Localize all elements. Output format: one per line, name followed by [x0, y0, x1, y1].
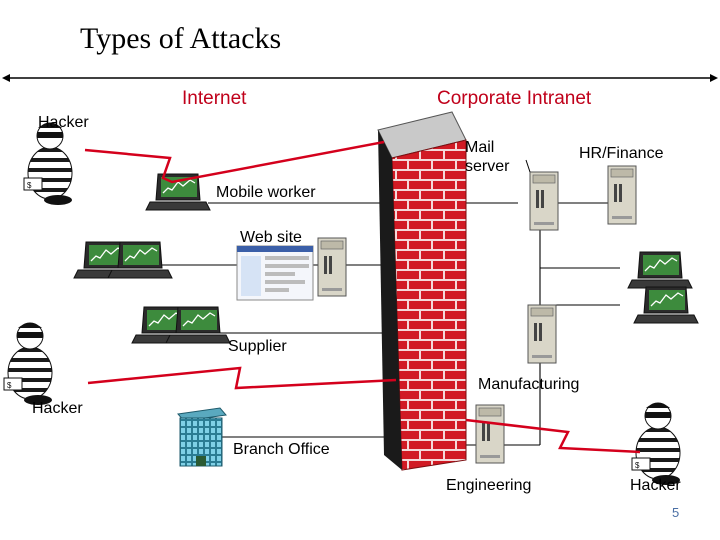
internet-intranet-divider [2, 74, 718, 82]
slide-title: Types of Attacks [80, 22, 282, 55]
internet-zone-heading: Internet [182, 88, 247, 109]
manufacturing-server-icon [527, 304, 557, 364]
branch-office-label: Branch Office [233, 441, 330, 458]
firewall [377, 111, 467, 471]
attack-path-top [84, 140, 385, 184]
hr-finance-server-icon [607, 165, 637, 225]
slide-number: 5 [672, 505, 680, 520]
branch-office-building-icon [177, 407, 227, 467]
hacker-top-left-icon [23, 122, 73, 206]
hacker-mid-left-label: Hacker [32, 400, 83, 417]
supplier-label: Supplier [228, 338, 287, 355]
manufacturing-label: Manufacturing [478, 376, 580, 393]
mobile-worker-laptop-icon [145, 173, 211, 211]
attack-path-middle [87, 366, 397, 390]
hacker-bottom-right-label: Hacker [630, 477, 681, 494]
hr-finance-label: HR/Finance [579, 145, 664, 162]
attack-paths [84, 140, 641, 454]
hacker-mid-left-icon [3, 322, 53, 406]
web-site-label: Web site [240, 229, 302, 246]
hacker-top-left-label: Hacker [38, 114, 89, 131]
web-server-icon [317, 237, 347, 297]
website-icon [236, 245, 314, 301]
intranet-laptop-icon-1 [627, 251, 693, 289]
intranet-laptop-icon-2 [633, 286, 699, 324]
engineering-server-icon [475, 404, 505, 464]
mobile-worker-label: Mobile worker [216, 184, 316, 201]
mail-server-label: Mail server [465, 139, 510, 175]
engineering-label: Engineering [446, 477, 532, 494]
mail-server-icon [529, 171, 559, 231]
intranet-zone-heading: Corporate Intranet [437, 88, 592, 109]
attack-path-bottom [465, 418, 641, 454]
hacker-bottom-right-icon [631, 402, 681, 486]
